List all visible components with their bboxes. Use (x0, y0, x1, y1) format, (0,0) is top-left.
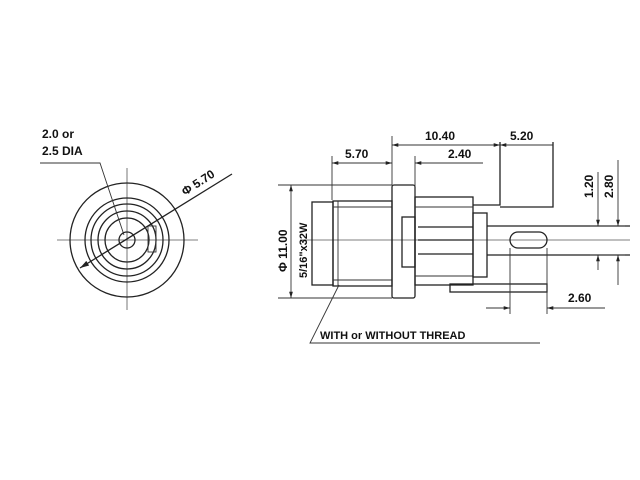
dim-lug: 5.20 (510, 129, 534, 143)
inner-step (401, 216, 416, 268)
top-lug (473, 142, 501, 206)
key-notch (147, 225, 157, 253)
hole-label-line1: 2.0 or (42, 127, 74, 141)
dim-pin-2: 2.80 (602, 174, 616, 198)
diameter-label: Φ 5.70 (179, 167, 218, 199)
socket-circle (104, 217, 150, 263)
hole-label-line2: 2.5 DIA (42, 144, 83, 158)
pin-slot (509, 231, 548, 249)
top-lug-outline (500, 142, 554, 208)
hole-leader-line (40, 162, 125, 236)
body-circle (90, 203, 164, 277)
dim-pin-1: 1.20 (582, 174, 596, 198)
thread-end (311, 201, 334, 286)
flange (391, 184, 416, 299)
back-plate (472, 212, 488, 278)
outer-circle (69, 182, 185, 298)
dim-thread-length: 5.70 (345, 147, 369, 161)
dim-diameter: Φ 11.00 (276, 229, 290, 272)
dim-slot: 2.60 (568, 291, 592, 305)
side-view: 10.40 5.20 5.70 2.40 Φ 11.00 5/16"x32W 1… (276, 129, 630, 344)
diameter-dimension-line (79, 173, 233, 269)
thread-note: WITH or WITHOUT THREAD (320, 330, 465, 342)
thread-spec: 5/16"x32W (298, 222, 310, 278)
thread-body (332, 200, 393, 287)
center-pin-circle (118, 231, 136, 249)
flange-circle (84, 197, 170, 283)
front-view: Φ 5.70 2.0 or 2.5 DIA (40, 127, 233, 310)
housing (414, 196, 474, 286)
dim-body: 2.40 (448, 147, 472, 161)
dim-overall: 10.40 (425, 129, 455, 143)
thread-note-leader (309, 284, 540, 344)
